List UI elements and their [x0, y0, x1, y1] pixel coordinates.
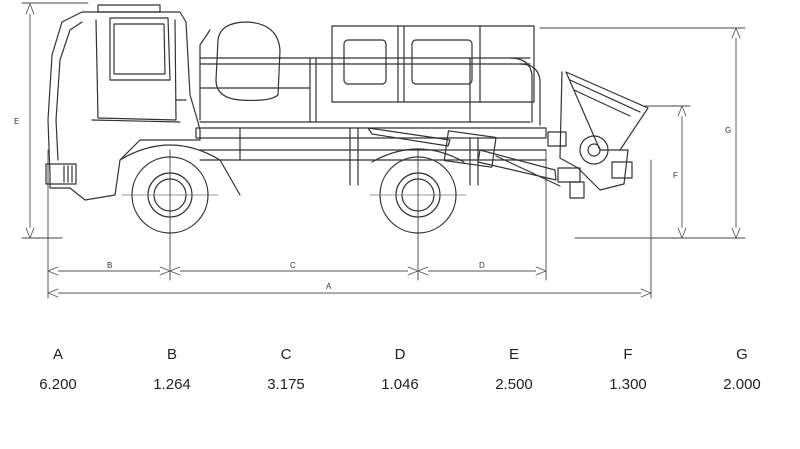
label-G: G	[725, 126, 731, 135]
label-C: C	[290, 261, 296, 270]
label-E: E	[14, 117, 19, 126]
dimension-key: E	[508, 346, 519, 363]
label-A: A	[326, 282, 332, 291]
rear-hopper	[547, 71, 649, 199]
dimension-key: B	[166, 346, 177, 363]
label-B: B	[107, 261, 112, 270]
dimension-G	[731, 27, 741, 239]
dimension-key: A	[52, 346, 63, 363]
dimension-D	[417, 266, 547, 276]
dimension-table: A 6.200 B 1.264 C 3.175 D 1.046 E 2.500 …	[0, 340, 800, 400]
dimension-value: 1.300	[609, 376, 647, 393]
storage-box	[331, 25, 535, 103]
dimension-key: C	[280, 346, 292, 363]
truck-cab	[45, 4, 201, 201]
label-F: F	[673, 171, 678, 180]
dimension-F	[677, 105, 687, 239]
front-wheel	[119, 144, 241, 234]
dimension-value: 2.500	[495, 376, 533, 393]
dimension-key: F	[623, 346, 633, 363]
extension-lines	[21, 2, 746, 299]
dimension-value: 1.264	[153, 376, 191, 393]
truck-drawing: E G F B C D A	[14, 2, 746, 299]
water-tank	[199, 21, 281, 121]
dimension-value: 1.046	[381, 376, 419, 393]
dimension-value: 3.175	[267, 376, 305, 393]
label-D: D	[479, 261, 485, 270]
rear-wheel	[369, 148, 467, 234]
dimension-key: D	[394, 346, 406, 363]
dimension-value: 6.200	[39, 376, 77, 393]
dimension-B	[47, 266, 171, 276]
hydraulic-arm	[367, 127, 561, 187]
dimension-value: 2.000	[723, 376, 761, 393]
deck-railing	[199, 57, 541, 126]
dimension-E	[25, 3, 35, 239]
dimension-C	[169, 266, 419, 276]
dimension-key: G	[736, 346, 748, 363]
dimension-A	[47, 288, 652, 298]
